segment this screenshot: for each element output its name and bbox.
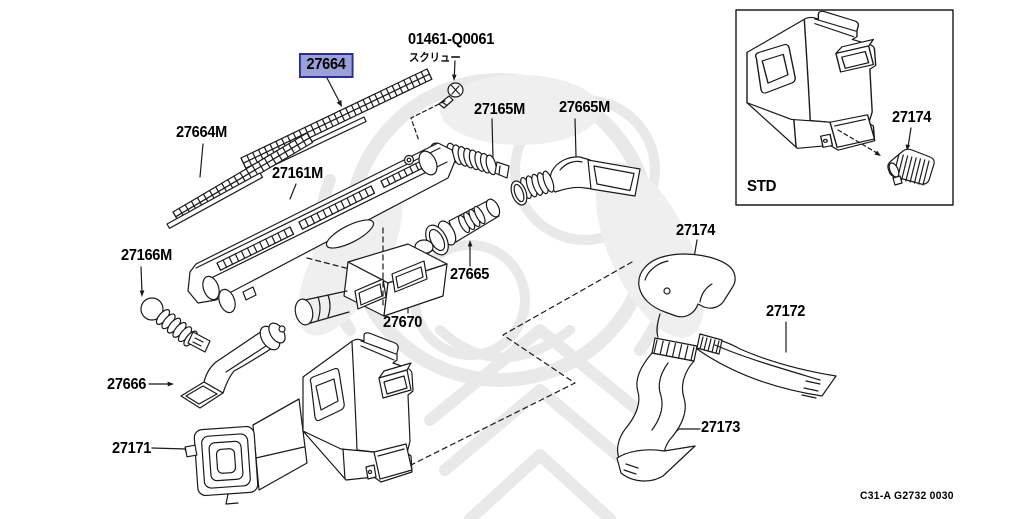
drawing-blower-27171	[151, 398, 308, 505]
figure-code: C31-A G2732 0030	[860, 490, 954, 502]
drawing-hose-27166M	[139, 266, 211, 353]
part-label-27665M: 27665M	[559, 99, 610, 116]
part-label-27664M: 27664M	[176, 124, 227, 141]
leader-27664	[326, 77, 342, 107]
part-label-01461-Q0061: 01461-Q0061	[408, 31, 495, 48]
drawing-duct-27665M	[510, 118, 641, 206]
part-label-27174-inset: 27174	[892, 109, 932, 126]
part-label-27161M: 27161M	[272, 165, 323, 182]
inset-caption-std: STD	[747, 178, 777, 195]
part-label-27666: 27666	[107, 376, 147, 393]
std-inset	[735, 9, 954, 206]
drawing-screw	[410, 60, 464, 142]
part-label-27171: 27171	[112, 440, 152, 457]
part-caption-screw-jp: スクリュー	[409, 52, 461, 64]
drawing-heater-unit-center	[302, 332, 414, 483]
part-label-27172: 27172	[766, 303, 806, 320]
drawing-duct-27670	[294, 239, 448, 326]
part-label-27173: 27173	[701, 419, 741, 436]
selected-part-label-27664[interactable]: 27664	[299, 53, 354, 78]
drawing-defroster-nozzle-27664M	[166, 132, 314, 229]
part-label-27670: 27670	[383, 314, 423, 331]
drawing-floor-duct-27173	[616, 337, 701, 482]
drawing-ventilator-assy-27161M	[187, 142, 456, 314]
part-label-27166M: 27166M	[121, 247, 172, 264]
drawing-floor-duct-27172	[696, 321, 837, 399]
part-label-27174: 27174	[676, 222, 716, 239]
drawing-grille-27174-inset	[887, 148, 935, 186]
drawing-duct-27666	[148, 322, 286, 409]
part-label-27665: 27665	[450, 266, 490, 283]
part-label-27165M: 27165M	[474, 101, 525, 118]
drawing-floor-duct-27174	[638, 239, 736, 338]
